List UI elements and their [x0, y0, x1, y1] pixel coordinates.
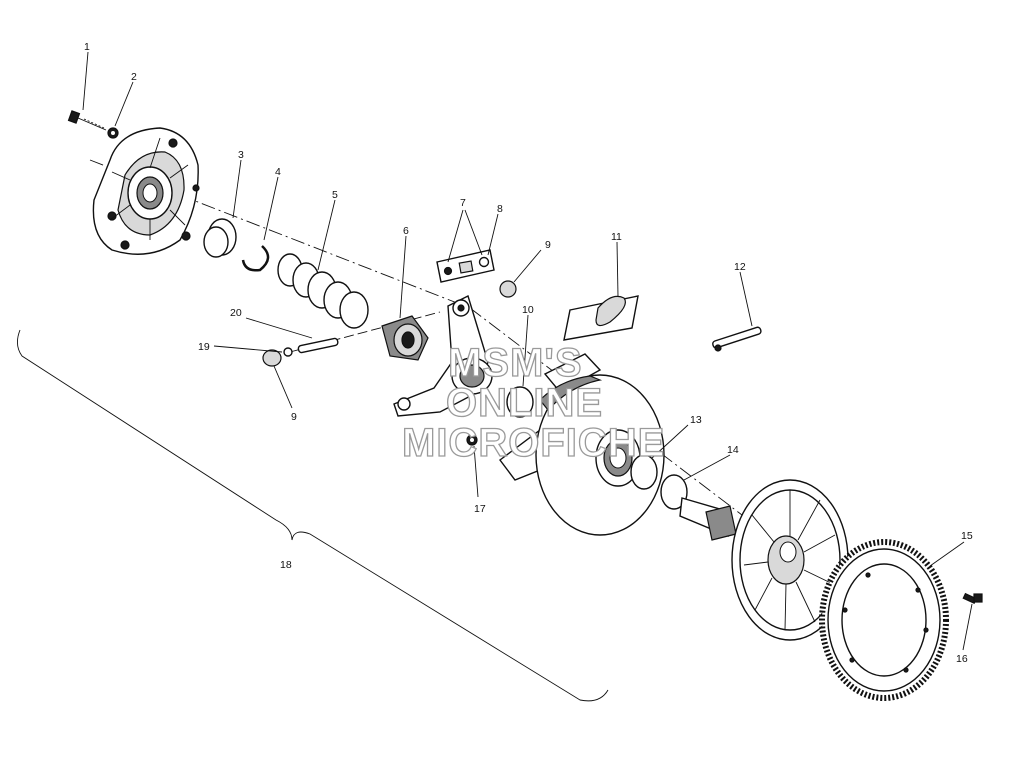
- part-13-bushing: [630, 454, 658, 490]
- callout-20: 20: [230, 307, 242, 319]
- part-14-bushing: [660, 474, 688, 510]
- spider-arm: [393, 295, 493, 417]
- callout-2: 2: [131, 71, 137, 83]
- part-7-8-roller-washers: [436, 249, 495, 283]
- part-16-screw: [962, 592, 983, 605]
- callout-9-lower: 9: [291, 411, 297, 423]
- part-6-spider: [381, 315, 429, 361]
- callout-13: 13: [690, 414, 702, 426]
- callout-14: 14: [727, 444, 739, 456]
- movable-sheave: [499, 353, 665, 536]
- callout-10: 10: [522, 304, 534, 316]
- callout-18: 18: [280, 559, 292, 571]
- part-12-pin: [712, 326, 762, 352]
- group-18-bracket: [17, 329, 609, 702]
- callout-19: 19: [198, 341, 210, 353]
- part-11-arm: [563, 295, 639, 341]
- callout-4: 4: [275, 166, 281, 178]
- part-17-nut: [466, 434, 478, 446]
- callout-17: 17: [474, 503, 486, 515]
- callout-labels: 1 2 3 4 5 6 7 8 9 10 11 12 13 14 15 16 1…: [84, 41, 973, 665]
- part-1-bolt: [67, 110, 107, 131]
- part-20-pin: [283, 337, 339, 357]
- cover-plate: [92, 127, 200, 255]
- part-5-spring: [277, 253, 369, 329]
- fixed-sheave: [679, 479, 849, 641]
- part-9-roller-upper: [499, 280, 517, 298]
- callout-8: 8: [497, 203, 503, 215]
- watermark: MSM'S ONLINE MICROFICHE: [401, 340, 665, 465]
- callout-16: 16: [956, 653, 968, 665]
- callout-9-upper: 9: [545, 239, 551, 251]
- part-4-snap-ring: [241, 245, 270, 272]
- callout-6: 6: [403, 225, 409, 237]
- part-10-ring: [506, 386, 534, 418]
- callout-5: 5: [332, 189, 338, 201]
- callout-12: 12: [734, 261, 746, 273]
- callout-11: 11: [611, 231, 622, 243]
- watermark-line-2: ONLINE: [446, 381, 603, 425]
- leader-lines: [82, 51, 973, 651]
- watermark-line-1: MSM'S: [448, 341, 583, 385]
- part-19-roller: [262, 349, 282, 367]
- callout-15: 15: [961, 530, 973, 542]
- callout-7: 7: [460, 197, 466, 209]
- part-3-bushing: [203, 218, 237, 258]
- part-2-washer: [107, 127, 119, 139]
- callout-1: 1: [84, 41, 90, 53]
- watermark-line-3: MICROFICHE: [402, 421, 665, 465]
- part-15-ring-gear: [819, 539, 949, 701]
- callout-3: 3: [238, 149, 244, 161]
